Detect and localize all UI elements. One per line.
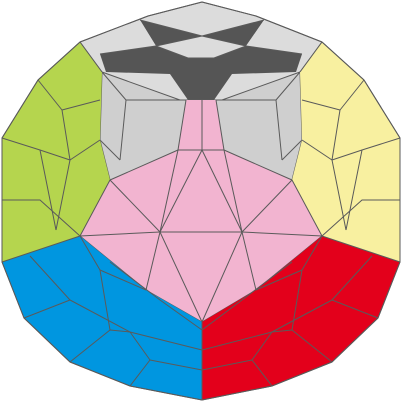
green-face-fill (2, 42, 110, 262)
top-face (79, 1, 323, 100)
yellow-face-fill (292, 42, 400, 262)
top-face-wedge-2 (80, 16, 156, 54)
pink-face-fill (80, 100, 322, 322)
top-face-wedge-1 (148, 2, 256, 36)
right-yellow-face (292, 41, 401, 262)
top-face-dark-star (100, 20, 302, 100)
blue-face-fill (2, 236, 202, 400)
upper-band (79, 41, 323, 181)
top-face-wedge-3 (246, 16, 322, 54)
red-face-fill (202, 236, 400, 400)
